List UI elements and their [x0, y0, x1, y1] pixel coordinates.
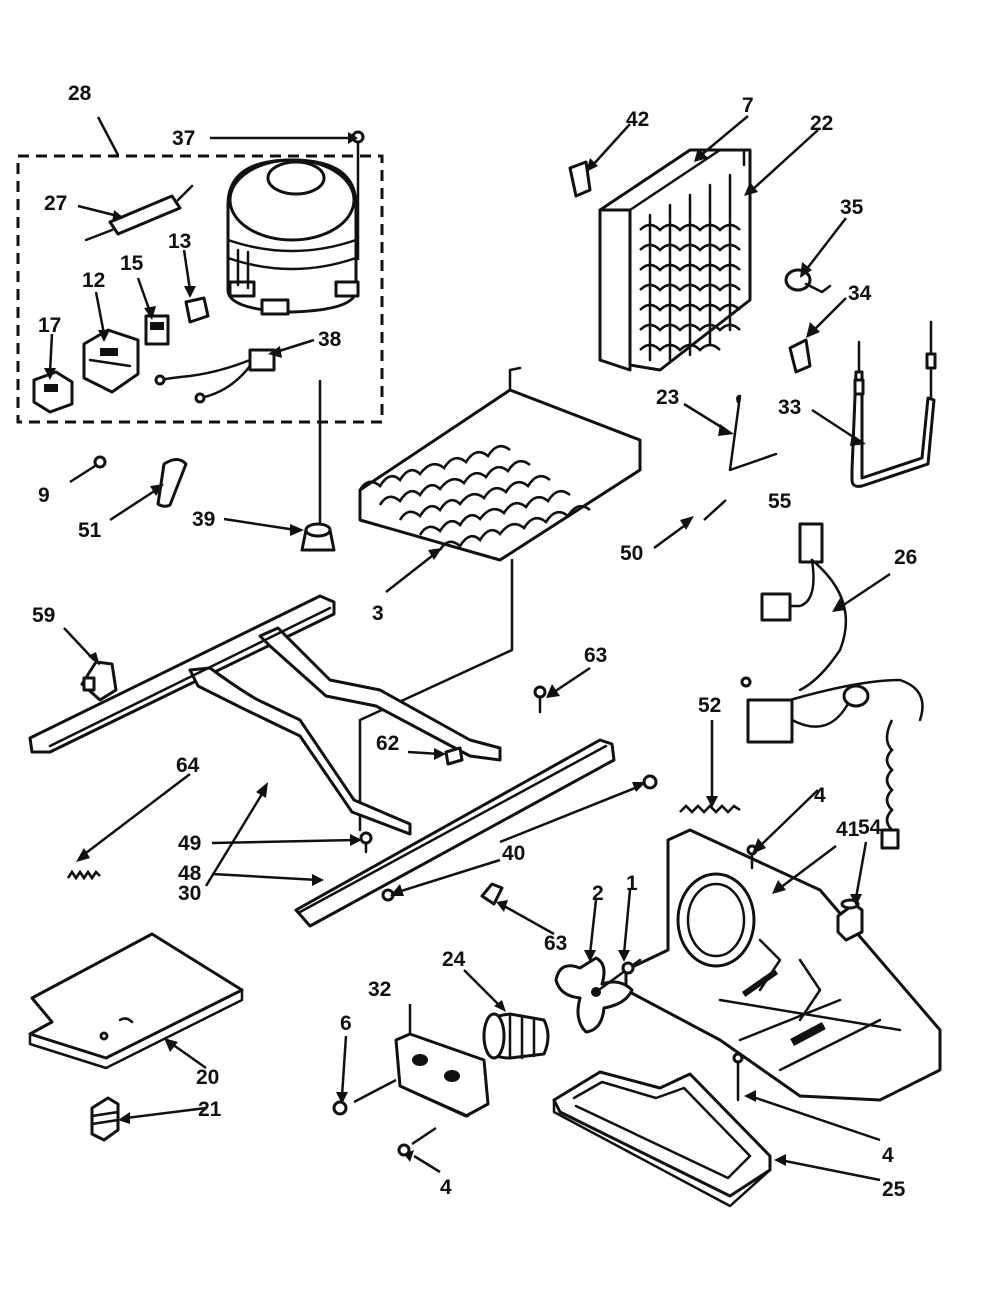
callout-63-top: 63	[584, 644, 607, 667]
fan-blade	[554, 956, 634, 1034]
callout-64: 64	[176, 754, 200, 777]
callout-34: 34	[848, 282, 872, 305]
callout-26: 26	[894, 546, 917, 569]
callout-17: 17	[38, 314, 61, 337]
callout-22: 22	[810, 112, 833, 135]
callout-55: 55	[768, 490, 792, 513]
callout-4-right: 4	[882, 1144, 894, 1167]
callout-27: 27	[44, 192, 67, 215]
evaporator-coils	[639, 173, 741, 362]
access-cover	[28, 932, 244, 1070]
condenser-fan-motor	[482, 1012, 550, 1060]
evaporator-assembly	[598, 148, 752, 372]
leader-lines	[44, 115, 891, 1182]
callout-37: 37	[172, 127, 195, 150]
heater-clip	[728, 394, 778, 472]
callout-20: 20	[196, 1066, 219, 1089]
callout-13: 13	[168, 230, 191, 253]
drain-clip	[568, 160, 592, 198]
callout-52: 52	[698, 694, 721, 717]
bracket-59	[80, 660, 118, 702]
defrost-thermostat	[784, 268, 832, 294]
foot-54	[836, 898, 864, 942]
callout-63-bottom: 63	[544, 932, 567, 955]
callout-33: 33	[778, 396, 801, 419]
compressor	[226, 158, 360, 316]
callout-7: 7	[742, 94, 754, 117]
callout-35: 35	[840, 196, 864, 219]
start-relay	[82, 328, 140, 394]
compressor-harness	[154, 348, 276, 404]
callout-12: 12	[82, 269, 105, 292]
callout-39: 39	[192, 508, 215, 531]
fan-mounting-bracket	[624, 828, 942, 1102]
overload-clip	[184, 296, 210, 324]
fan-retainer	[621, 961, 635, 975]
drain-pan	[552, 1070, 772, 1208]
relay-cover	[144, 314, 170, 346]
callout-49: 49	[178, 832, 201, 855]
screw-9	[69, 455, 107, 484]
callout-9: 9	[38, 484, 50, 507]
callout-48: 48	[178, 862, 202, 885]
grommet-51	[156, 458, 188, 508]
callout-50: 50	[620, 542, 643, 565]
callout-41: 41	[836, 818, 860, 841]
callout-23: 23	[656, 386, 679, 409]
callout-25: 25	[882, 1178, 906, 1201]
condenser-coil	[358, 366, 642, 832]
spring-64	[66, 869, 101, 881]
spring-52	[679, 804, 741, 814]
wiring-harness	[740, 522, 924, 850]
overload-protector	[32, 370, 74, 414]
compressor-kit-dashed-box	[16, 154, 384, 424]
motor-bracket	[394, 1032, 490, 1118]
callout-42: 42	[626, 108, 649, 131]
callout-21: 21	[198, 1098, 222, 1121]
callout-15: 15	[120, 252, 144, 275]
clip-62	[444, 746, 464, 766]
callout-62: 62	[376, 732, 399, 755]
screw-49	[359, 831, 373, 854]
callout-1: 1	[626, 872, 638, 895]
callout-40: 40	[502, 842, 525, 865]
callout-59: 59	[32, 604, 55, 627]
grommet-39	[300, 522, 336, 552]
leveling-foot	[90, 1096, 120, 1142]
callout-28: 28	[68, 82, 92, 105]
base-frame-rails	[28, 594, 616, 928]
callout-4-bottom: 4	[440, 1176, 452, 1199]
filter-drier	[84, 184, 194, 242]
callout-labels: 28 37 27 13 15 12 17 38 42 7 22 35 34 23…	[32, 82, 917, 1201]
callout-4-upper: 4	[814, 784, 826, 807]
callout-32: 32	[368, 978, 391, 1001]
screw-6	[332, 1100, 348, 1116]
screw-4-bottom	[397, 1143, 411, 1157]
defrost-heater	[850, 320, 937, 488]
callout-30: 30	[178, 882, 201, 905]
callout-51: 51	[78, 519, 102, 542]
grommet-63	[480, 882, 504, 906]
callout-54: 54	[858, 816, 882, 839]
callout-24: 24	[442, 948, 466, 971]
callout-3: 3	[372, 602, 384, 625]
screw-4-right	[732, 1052, 744, 1102]
callout-6: 6	[340, 1012, 352, 1035]
screw-63-top	[533, 685, 547, 714]
callout-38: 38	[318, 328, 342, 351]
callout-2: 2	[592, 882, 604, 905]
thermostat-clip	[788, 338, 812, 374]
